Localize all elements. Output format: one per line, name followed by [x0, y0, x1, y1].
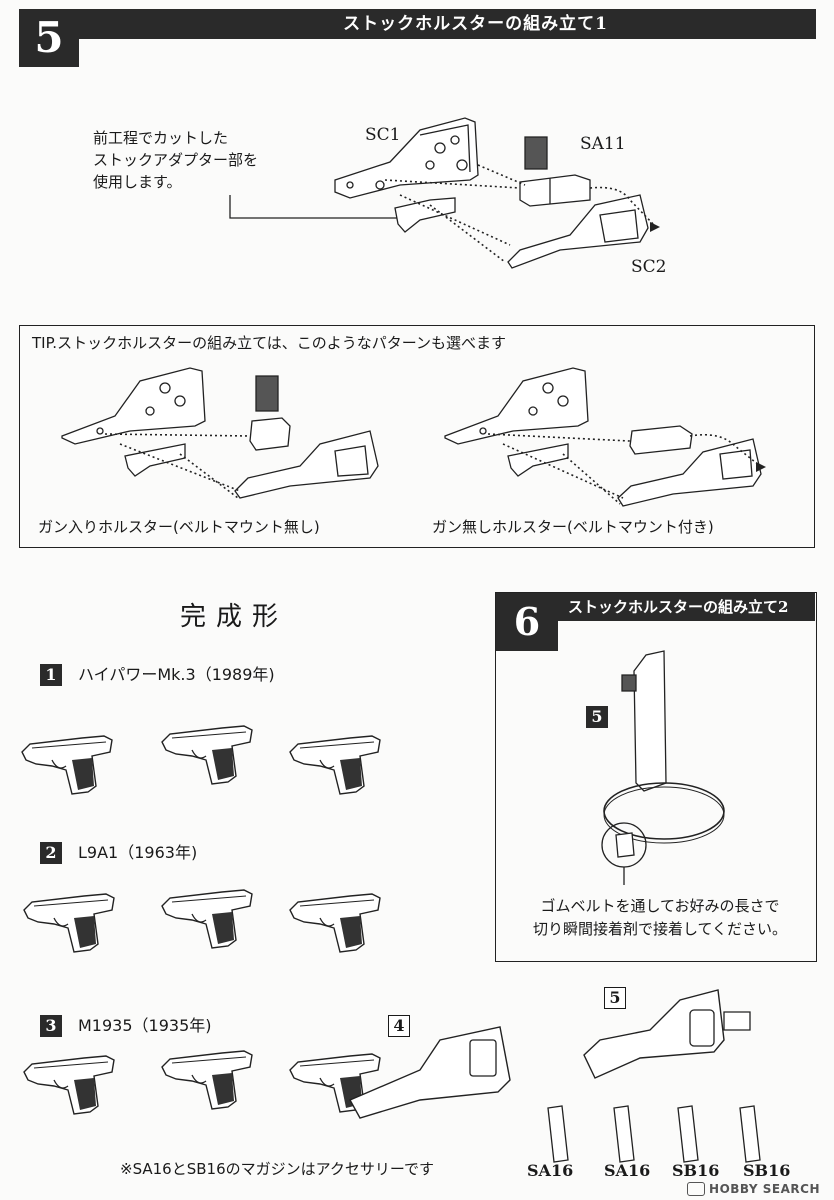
- row1-pistols: [21, 725, 381, 795]
- magazine-label: SB16: [743, 1161, 791, 1180]
- step6-box: 6 ストックホルスターの組み立て2 5 ゴムベルトを通してお好みの長さで 切り瞬…: [495, 592, 817, 962]
- label-sc1: SC1: [365, 125, 401, 145]
- watermark: HOBBY SEARCH: [687, 1181, 820, 1196]
- label-sa11: SA11: [580, 134, 626, 154]
- instruction-line: 切り瞬間接着剤で接着してください。: [532, 920, 788, 938]
- footer-note: ※SA16とSB16のマガジンはアクセサリーです: [120, 1160, 434, 1178]
- label-sc2: SC2: [631, 257, 667, 277]
- magazine-label: SA16: [604, 1161, 651, 1180]
- step6-instruction: ゴムベルトを通してお好みの長さで 切り瞬間接着剤で接着してください。: [510, 895, 810, 941]
- watermark-text: HOBBY SEARCH: [709, 1181, 820, 1196]
- note-line: 使用します。: [93, 173, 182, 191]
- magazine-label: SB16: [672, 1161, 720, 1180]
- cut-note: 前工程でカットした ストックアダプター部を 使用します。: [93, 127, 258, 193]
- step5-header: 5 ストックホルスターの組み立て1: [19, 9, 816, 67]
- step6-number: 6: [496, 593, 558, 651]
- belt-diagram: [496, 593, 818, 893]
- variant-number: 3: [40, 1015, 62, 1037]
- step6-callout-5: 5: [586, 706, 608, 728]
- complete-title: 完成形: [180, 602, 289, 632]
- step-title: ストックホルスターの組み立て1: [343, 14, 608, 34]
- note-line: ストックアダプター部を: [93, 151, 259, 169]
- tip-diagrams: [20, 326, 766, 516]
- variant-name: M1935（1935年): [78, 1016, 212, 1035]
- callout-bottom-5: 5: [604, 987, 626, 1009]
- hobby-search-logo-icon: [687, 1182, 706, 1196]
- step-number: 5: [19, 9, 79, 67]
- row3-pistols: [23, 1050, 381, 1115]
- header-bar: [19, 9, 816, 39]
- variant-name: ハイパワーMk.3（1989年): [78, 665, 275, 684]
- tip-title: TIP.ストックホルスターの組み立ては、このようなパターンも選べます: [32, 334, 507, 352]
- variant-number: 1: [40, 664, 62, 686]
- row2-pistols: [23, 889, 381, 953]
- stock-assembly-diagram: [0, 0, 660, 300]
- instruction-line: ゴムベルトを通してお好みの長さで: [540, 897, 780, 915]
- step6-title: ストックホルスターの組み立て2: [568, 598, 789, 616]
- tip-left-caption: ガン入りホルスター(ベルトマウント無し): [38, 518, 320, 536]
- callout-4: 4: [388, 1015, 410, 1037]
- note-line: 前工程でカットした: [93, 129, 229, 147]
- tip-box: TIP.ストックホルスターの組み立ては、このようなパターンも選べます ガン入りホ…: [19, 325, 815, 548]
- tip-right-caption: ガン無しホルスター(ベルトマウント付き): [432, 518, 714, 536]
- variant-number: 2: [40, 842, 62, 864]
- magazine-label: SA16: [527, 1161, 574, 1180]
- variant-name: L9A1（1963年): [78, 843, 198, 862]
